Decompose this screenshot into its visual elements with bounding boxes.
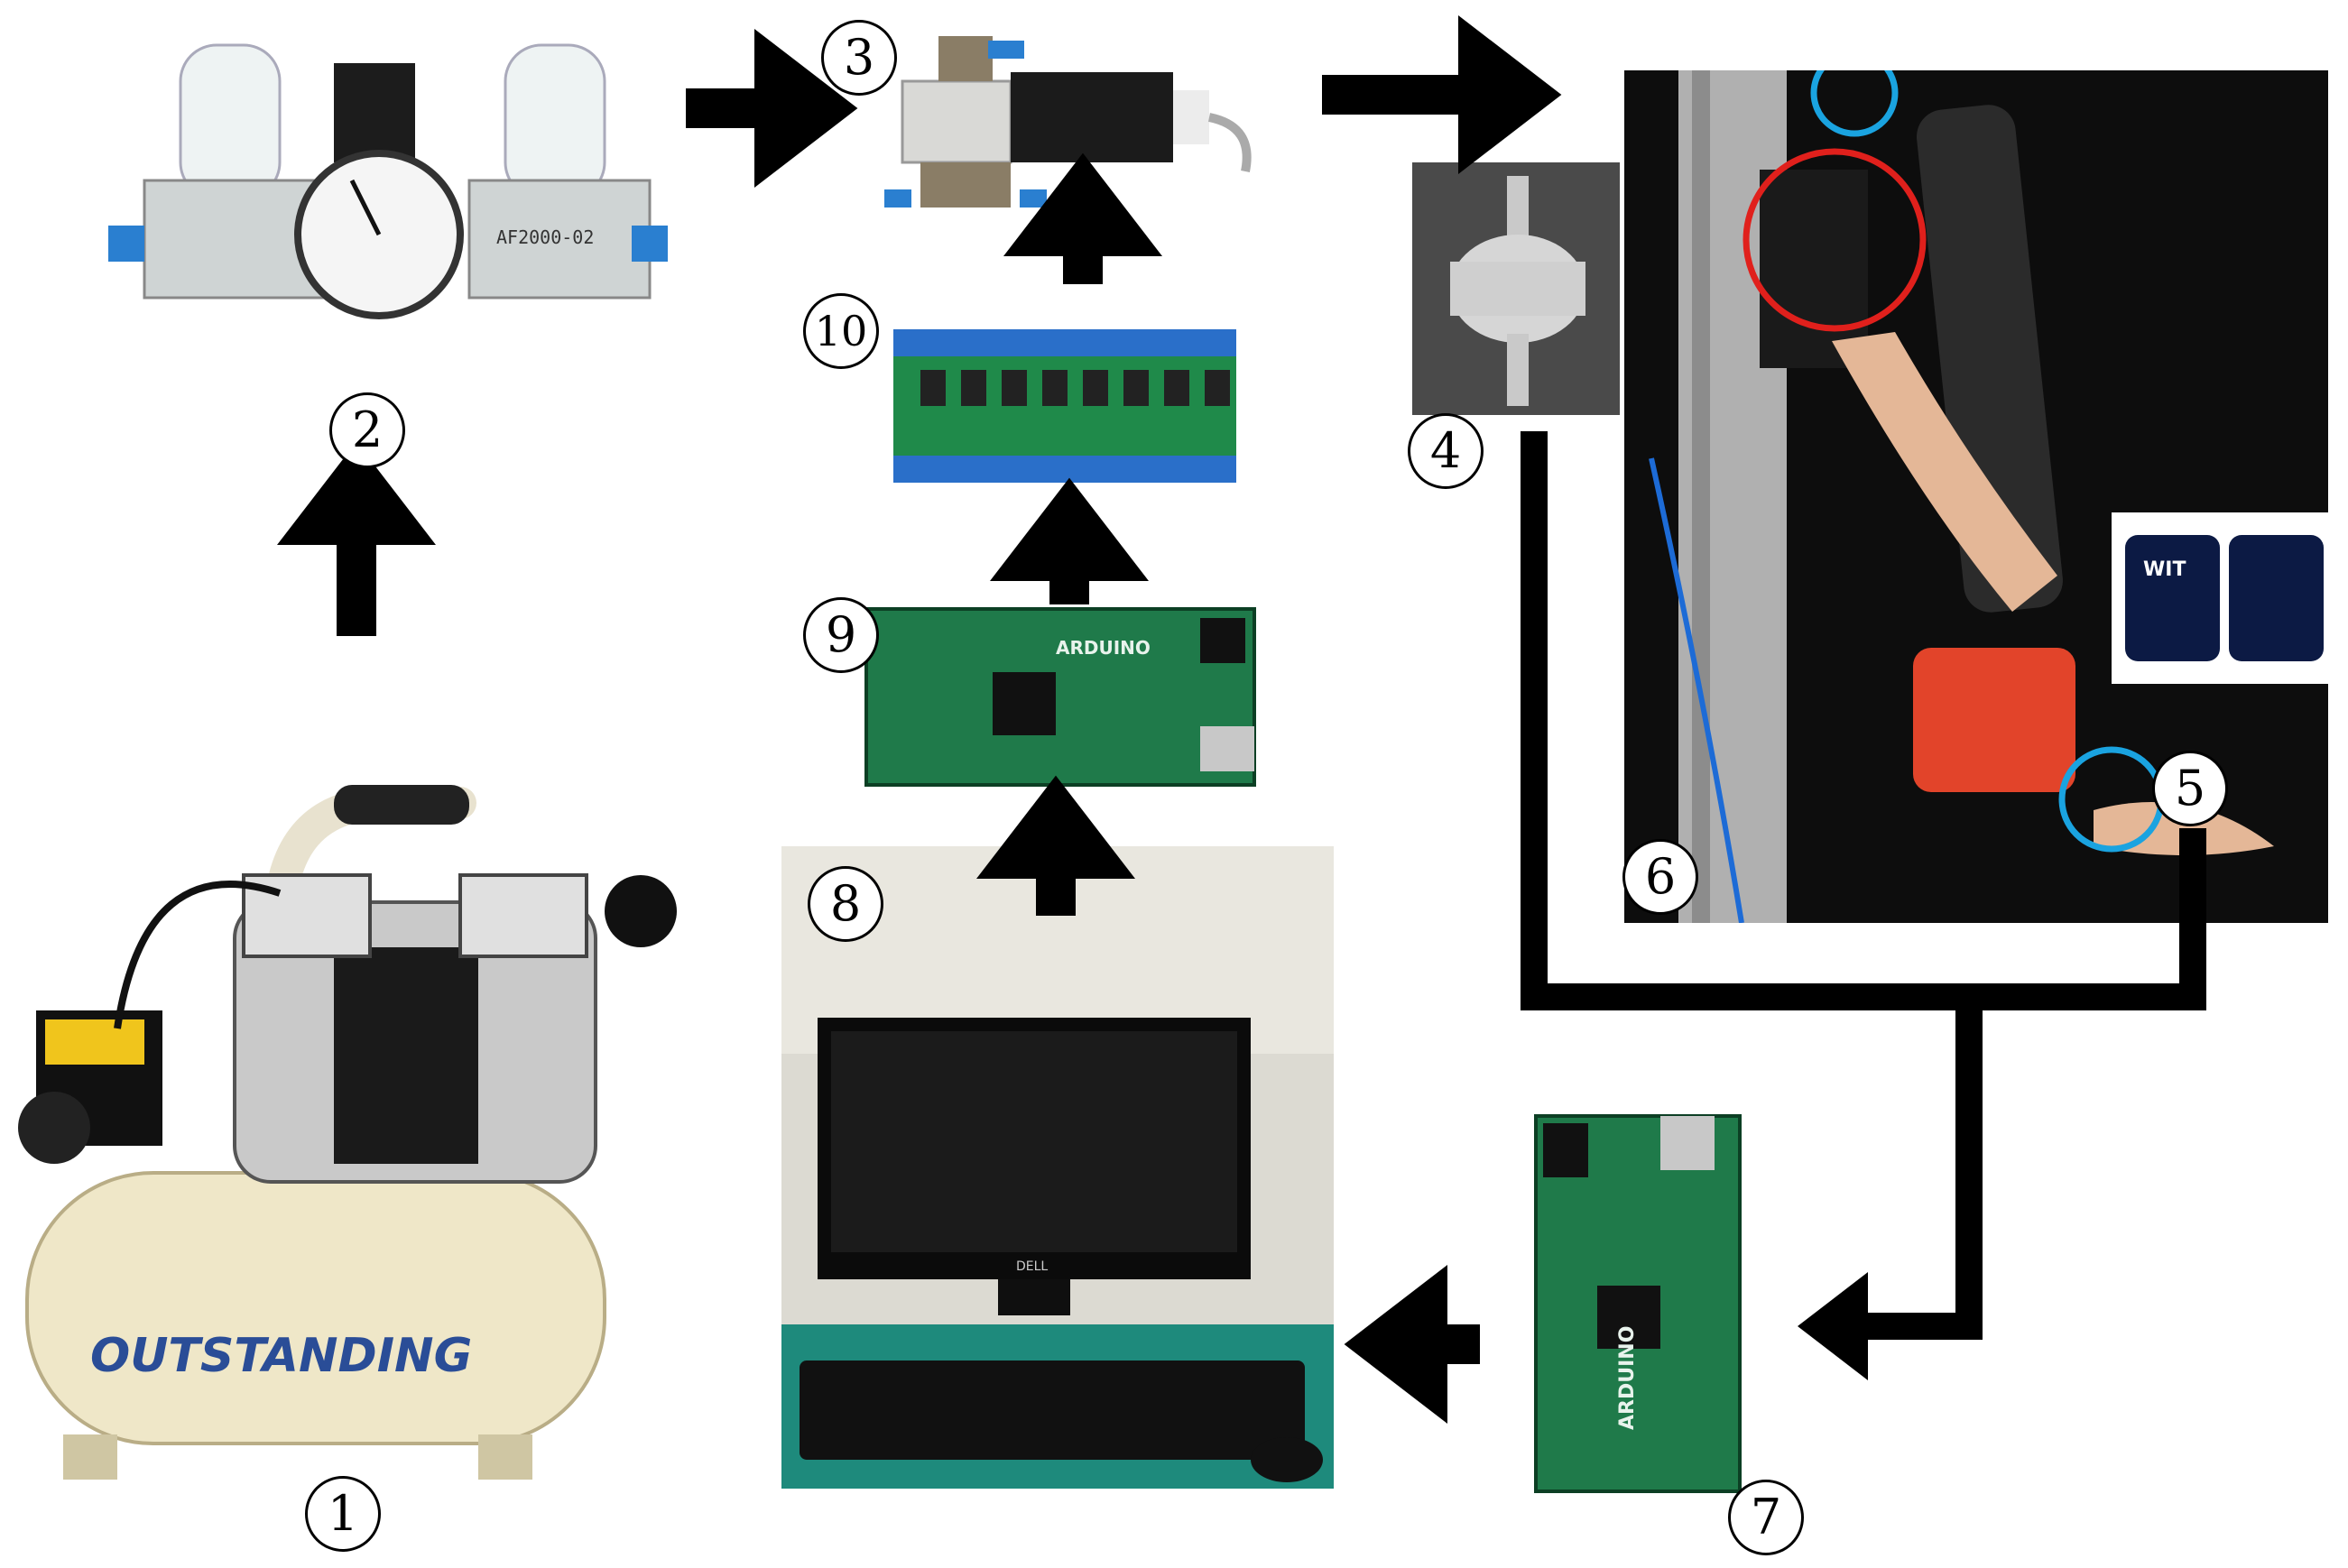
frl-code-text: AF2000-02 xyxy=(496,226,594,248)
driver-board-photo xyxy=(884,311,1245,496)
filter-regulator-photo: AF2000-02 xyxy=(108,27,668,406)
label-7: 7 xyxy=(1728,1480,1804,1555)
computer-photo: DELL xyxy=(781,846,1334,1489)
arm-setup-photo: WIT xyxy=(1624,70,2328,923)
arduino-mega-photo-top: ARDUINO xyxy=(857,591,1263,794)
monitor-brand-text: DELL xyxy=(1016,1259,1048,1274)
arduino-brand-text-top: ARDUINO xyxy=(1056,637,1151,659)
highlight-circle-blue xyxy=(1810,70,1899,137)
highlight-circle-red xyxy=(1743,148,1927,332)
label-4: 4 xyxy=(1408,413,1484,489)
compressor-brand-text: OUTSTANDING xyxy=(90,1329,472,1383)
arrow-left-icon xyxy=(1798,997,1983,1380)
arduino-mega-photo-bottom: ARDUINO xyxy=(1525,1105,1751,1502)
imu-brand-text: WIT xyxy=(2143,558,2186,581)
air-compressor-photo: OUTSTANDING xyxy=(9,749,713,1498)
label-3: 3 xyxy=(821,20,897,96)
label-10: 10 xyxy=(803,293,879,369)
label-6: 6 xyxy=(1622,839,1698,915)
label-1: 1 xyxy=(305,1476,381,1552)
arduino-brand-text-bottom: ARDUINO xyxy=(1616,1326,1639,1430)
label-5: 5 xyxy=(2152,751,2228,826)
label-9: 9 xyxy=(803,597,879,673)
load-cell-photo xyxy=(1412,162,1620,415)
label-8: 8 xyxy=(808,866,883,942)
label-2: 2 xyxy=(329,392,405,468)
